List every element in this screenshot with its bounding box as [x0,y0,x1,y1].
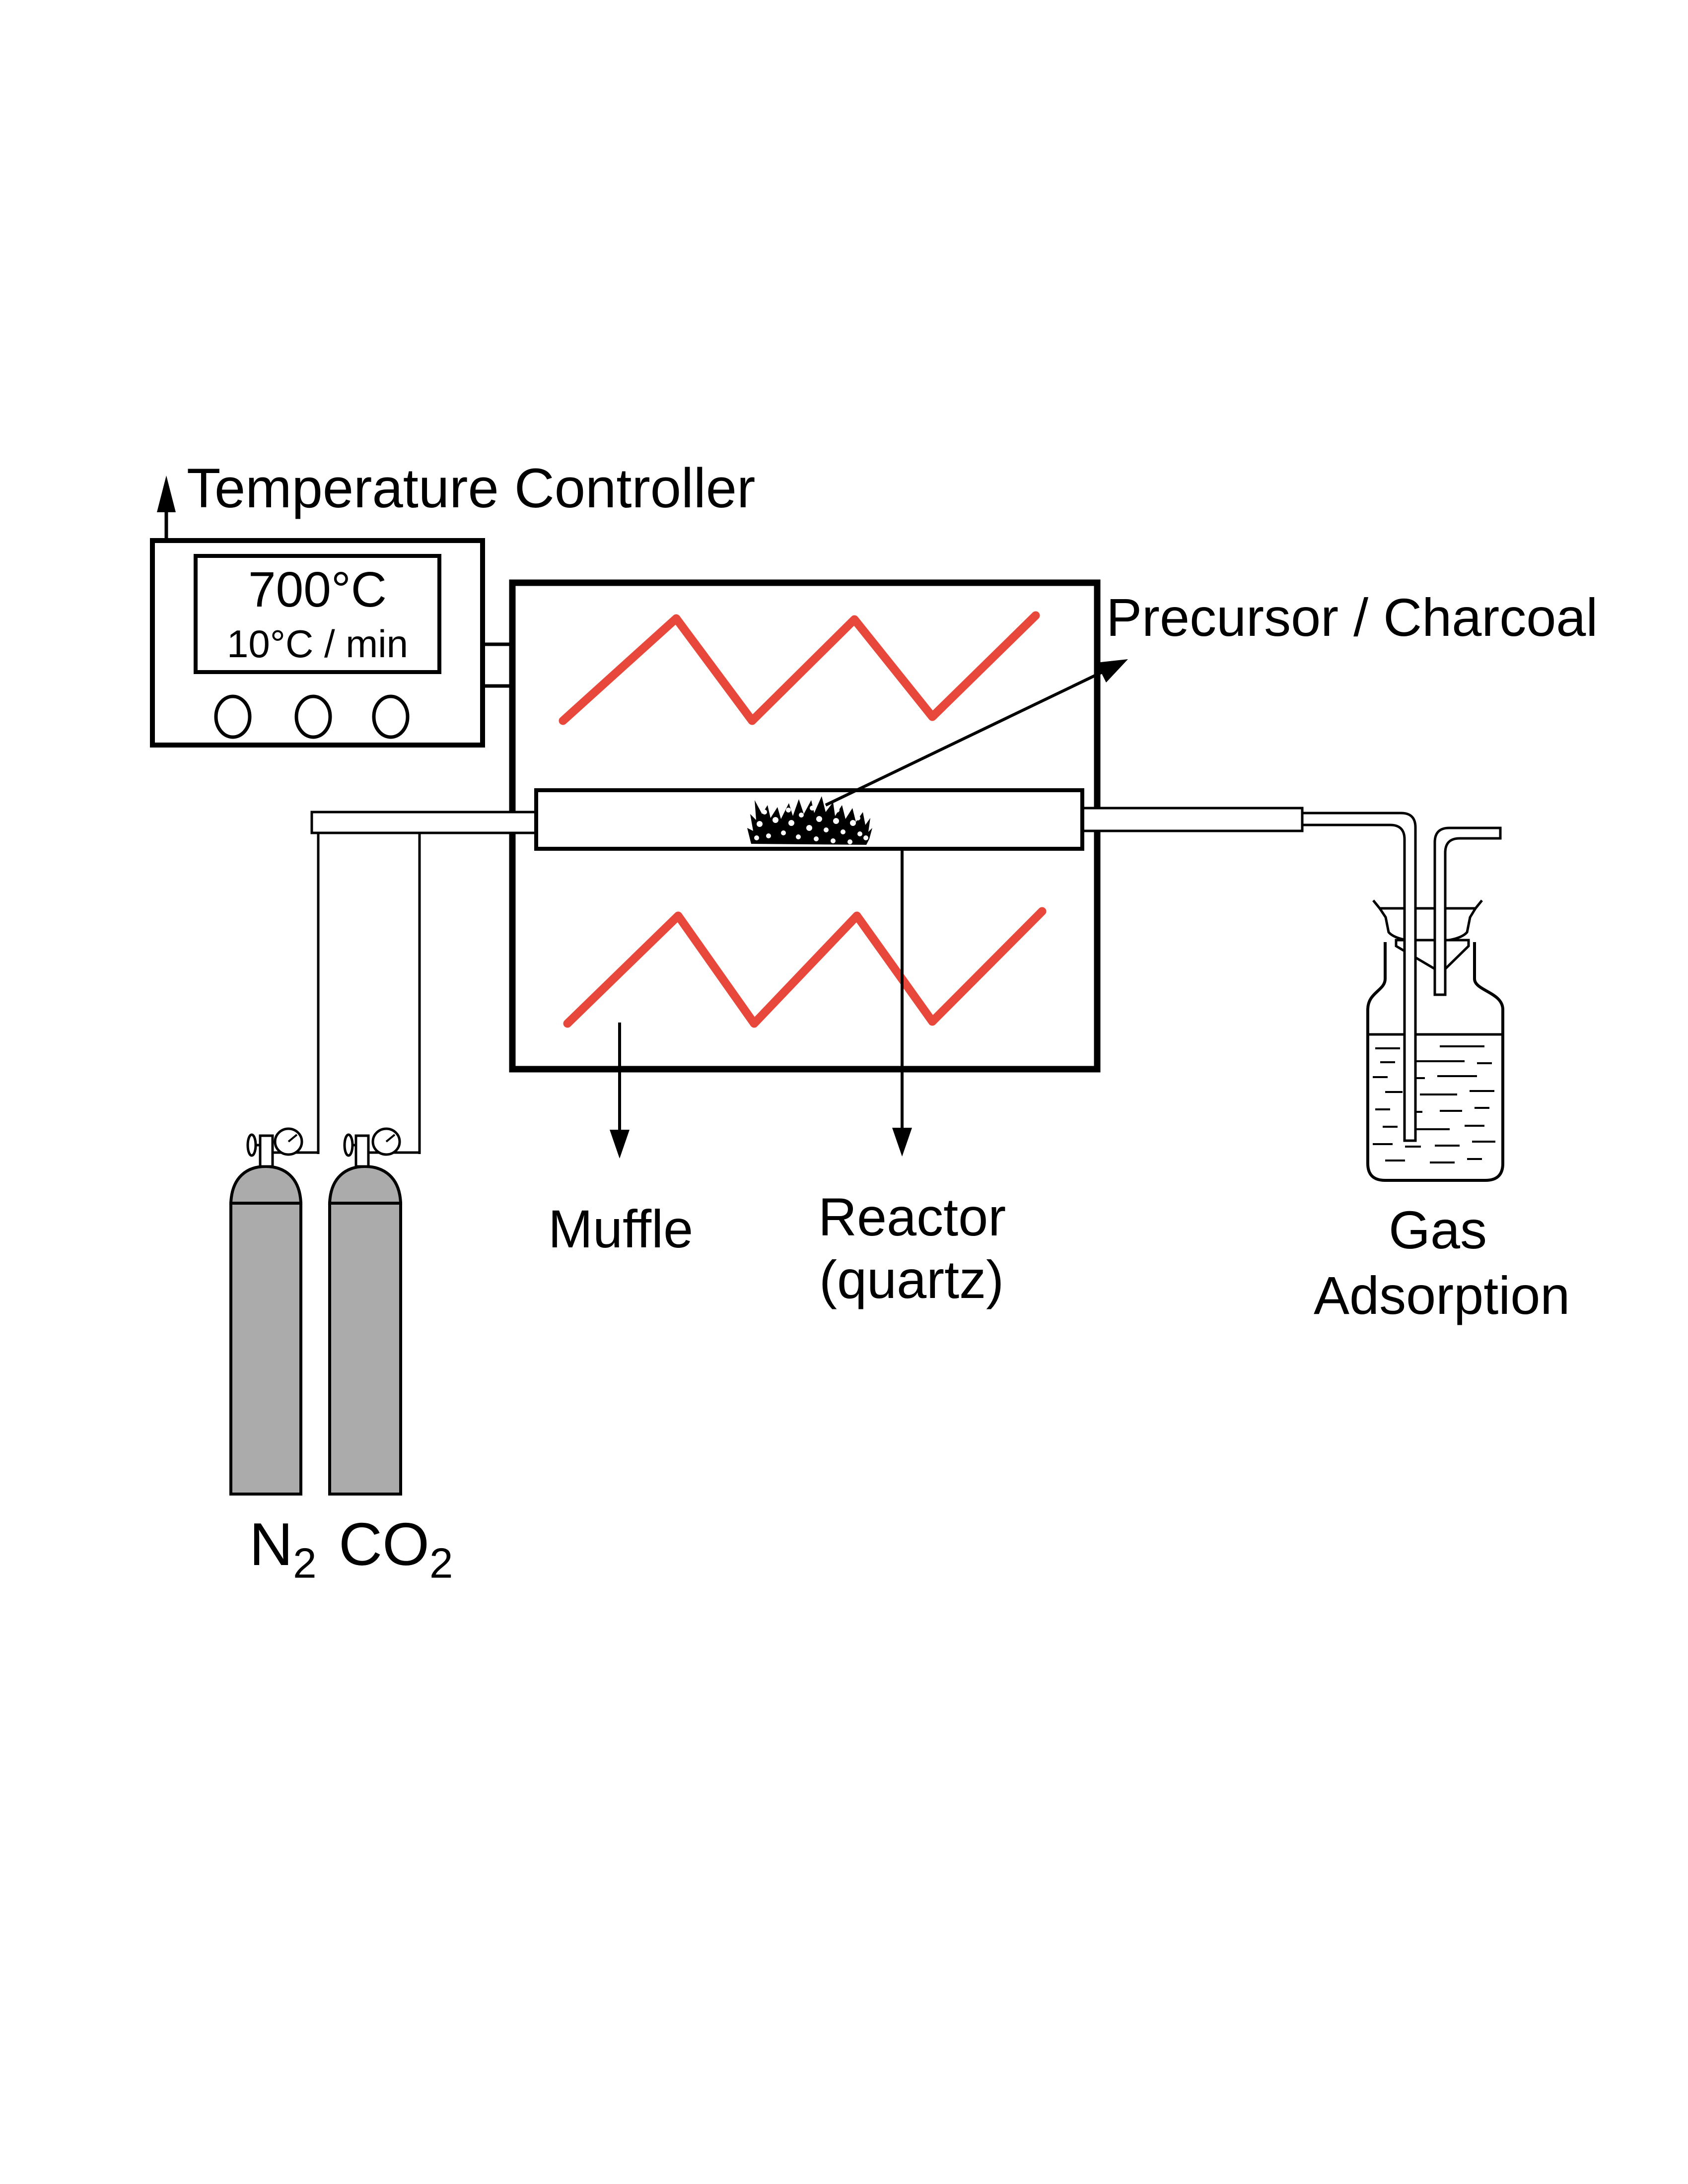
bottle-inlet-dip-tube [1301,812,1417,1142]
charcoal-speckles [754,806,868,844]
muffle-arrow [610,1023,630,1159]
label-reactor: Reactor [818,1187,1006,1247]
n2-valve-body [259,1134,274,1168]
co2-cylinder [328,1127,420,1496]
controller-knob-1 [214,694,252,739]
controller-display: 700°C 10°C / min [196,556,439,672]
co2-valve-body [354,1134,370,1168]
co2-cylinder-dome [328,1164,403,1205]
co2-subscript: 2 [429,1540,453,1587]
heating-element-top [559,611,1040,725]
stopper-rim-right [1475,899,1483,909]
gas-adsorption-bottle [1301,812,1504,1182]
n2-text: N [249,1510,293,1578]
controller-knob-2 [294,694,332,739]
bottle-outlet-tube [1433,826,1502,996]
stopper-rim-left [1372,899,1381,909]
n2-cylinder [229,1127,318,1496]
title-temperature-controller: Temperature Controller [187,457,756,519]
heating-element-bottom [563,907,1047,1028]
label-co2: CO2 [339,1514,453,1585]
precursor-pointer-head [1096,659,1128,682]
controller-knob-3 [372,694,410,739]
co2-text: CO [339,1510,429,1578]
controller-arrow-head [157,476,176,512]
co2-cylinder-body [328,1202,402,1496]
label-n2: N2 [249,1514,317,1585]
reactor-arrow [892,850,912,1157]
label-precursor-charcoal: Precursor / Charcoal [1106,587,1598,647]
n2-valve-handle [246,1133,257,1157]
gas-supply-manifold-pipe [310,811,538,834]
controller-screen [194,554,441,674]
label-muffle: Muffle [548,1199,694,1259]
co2-gauge-needle [385,1134,396,1143]
setpoint-value: 700°C [248,562,387,617]
n2-subscript: 2 [293,1540,317,1587]
label-adsorption: Adsorption [1314,1265,1570,1325]
n2-cylinder-body [229,1202,302,1496]
temperature-controller [150,476,510,748]
label-reactor-quartz: (quartz) [819,1249,1004,1309]
bottle-stopper [1377,907,1478,944]
co2-valve-handle [343,1133,354,1157]
precursor-pointer-line [825,665,1116,807]
n2-cylinder-dome [229,1164,303,1205]
ramp-rate-value: 10°C / min [227,622,408,666]
reactor-outlet-pipe [1081,807,1304,832]
label-gas: Gas [1388,1200,1487,1260]
precursor-charcoal-sample [747,796,872,845]
n2-gauge-needle [287,1134,298,1143]
